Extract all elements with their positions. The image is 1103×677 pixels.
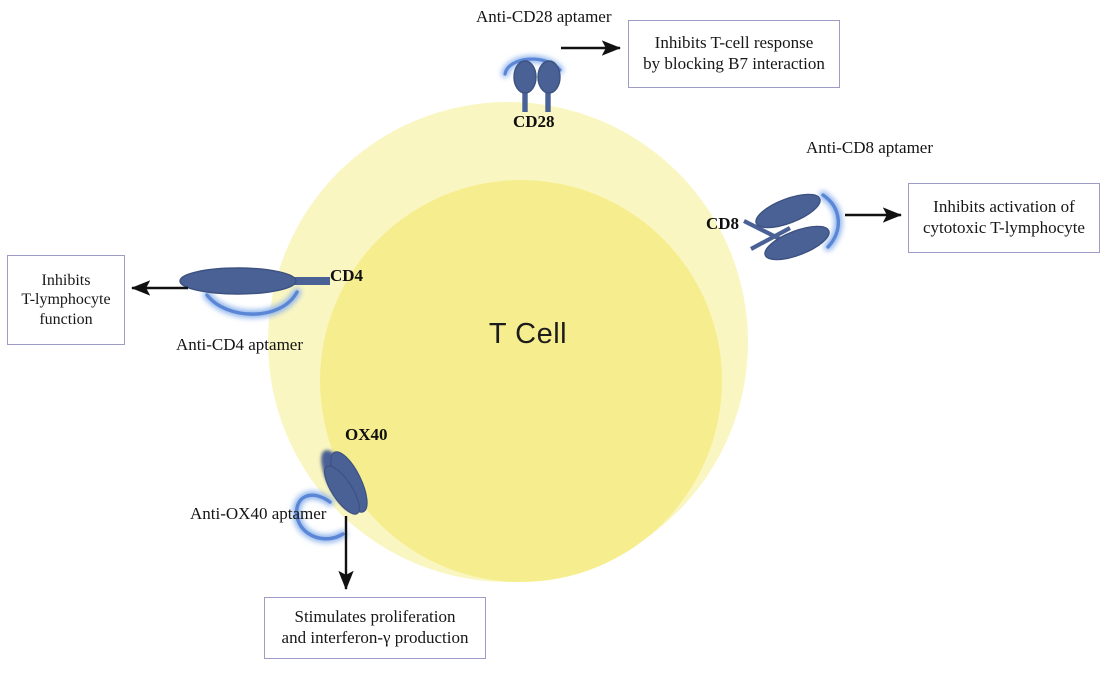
receptor-cd28-head-right xyxy=(537,60,561,94)
receptor-cd8-lobe-upper xyxy=(755,193,821,229)
callout-ox40: Stimulates proliferation and interferon-… xyxy=(264,597,486,659)
callout-cd28-line1: Inhibits T-cell response xyxy=(654,33,814,53)
aptamer-ox40 xyxy=(295,493,345,541)
aptamer-label-cd4-line2: aptamer xyxy=(248,335,303,354)
callout-cd4-line3: function xyxy=(39,310,93,328)
receptor-label-cd28: CD28 xyxy=(513,112,555,131)
callout-cd28-line2: by blocking B7 interaction xyxy=(643,54,825,73)
callout-cd8-line1: Inhibits activation of xyxy=(933,197,1075,217)
callout-cd4: Inhibits T-lymphocyte function xyxy=(7,255,125,345)
aptamer-label-cd8-line2: aptamer xyxy=(878,138,933,157)
receptor-ox40 xyxy=(292,450,368,543)
cell-label: T Cell xyxy=(488,318,568,350)
receptor-cd8 xyxy=(743,191,843,261)
receptor-cd4 xyxy=(179,267,330,318)
aptamer-label-cd4-line1: Anti-CD4 xyxy=(176,335,244,354)
aptamer-label-cd4: Anti-CD4 aptamer xyxy=(176,335,303,355)
cell-nucleus xyxy=(320,180,722,582)
receptor-cd8-stem-lower xyxy=(750,226,791,251)
callout-cd28: Inhibits T-cell response by blocking B7 … xyxy=(628,20,840,88)
aptamer-label-cd8-line1: Anti-CD8 xyxy=(806,138,874,157)
aptamer-label-cd8: Anti-CD8 aptamer xyxy=(806,138,933,158)
callout-cd8: Inhibits activation of cytotoxic T-lymph… xyxy=(908,183,1100,253)
receptor-cd8-lobe-lower xyxy=(764,225,830,261)
aptamer-cd4 xyxy=(205,290,299,316)
aptamer-label-ox40-line1: Anti-OX40 xyxy=(190,504,268,523)
receptor-ox40-lobe-mid xyxy=(323,465,361,515)
callout-ox40-line1: Stimulates proliferation xyxy=(294,607,456,627)
aptamer-cd8 xyxy=(821,193,841,249)
aptamer-label-cd28-line1: Anti-CD28 xyxy=(476,7,553,26)
aptamer-label-ox40-line2: aptamer xyxy=(271,504,327,523)
aptamer-label-cd28: Anti-CD28 aptamer xyxy=(476,7,612,27)
receptor-label-cd4: CD4 xyxy=(330,266,364,285)
receptor-label-ox40: OX40 xyxy=(345,425,388,444)
receptor-cd28-head-left xyxy=(513,60,537,94)
callout-ox40-line2: and interferon-γ production xyxy=(281,628,469,647)
receptor-label-cd8: CD8 xyxy=(706,214,740,233)
aptamer-label-ox40: Anti-OX40 aptamer xyxy=(190,504,326,524)
receptor-cd4-lobe xyxy=(179,267,297,295)
aptamer-label-cd28-line2: aptamer xyxy=(556,7,612,26)
receptor-cd28 xyxy=(501,55,564,112)
callout-cd4-line1: Inhibits xyxy=(41,271,91,289)
callout-cd8-line2: cytotoxic T-lymphocyte xyxy=(923,218,1085,237)
callout-cd4-line2: T-lymphocyte xyxy=(21,291,111,309)
